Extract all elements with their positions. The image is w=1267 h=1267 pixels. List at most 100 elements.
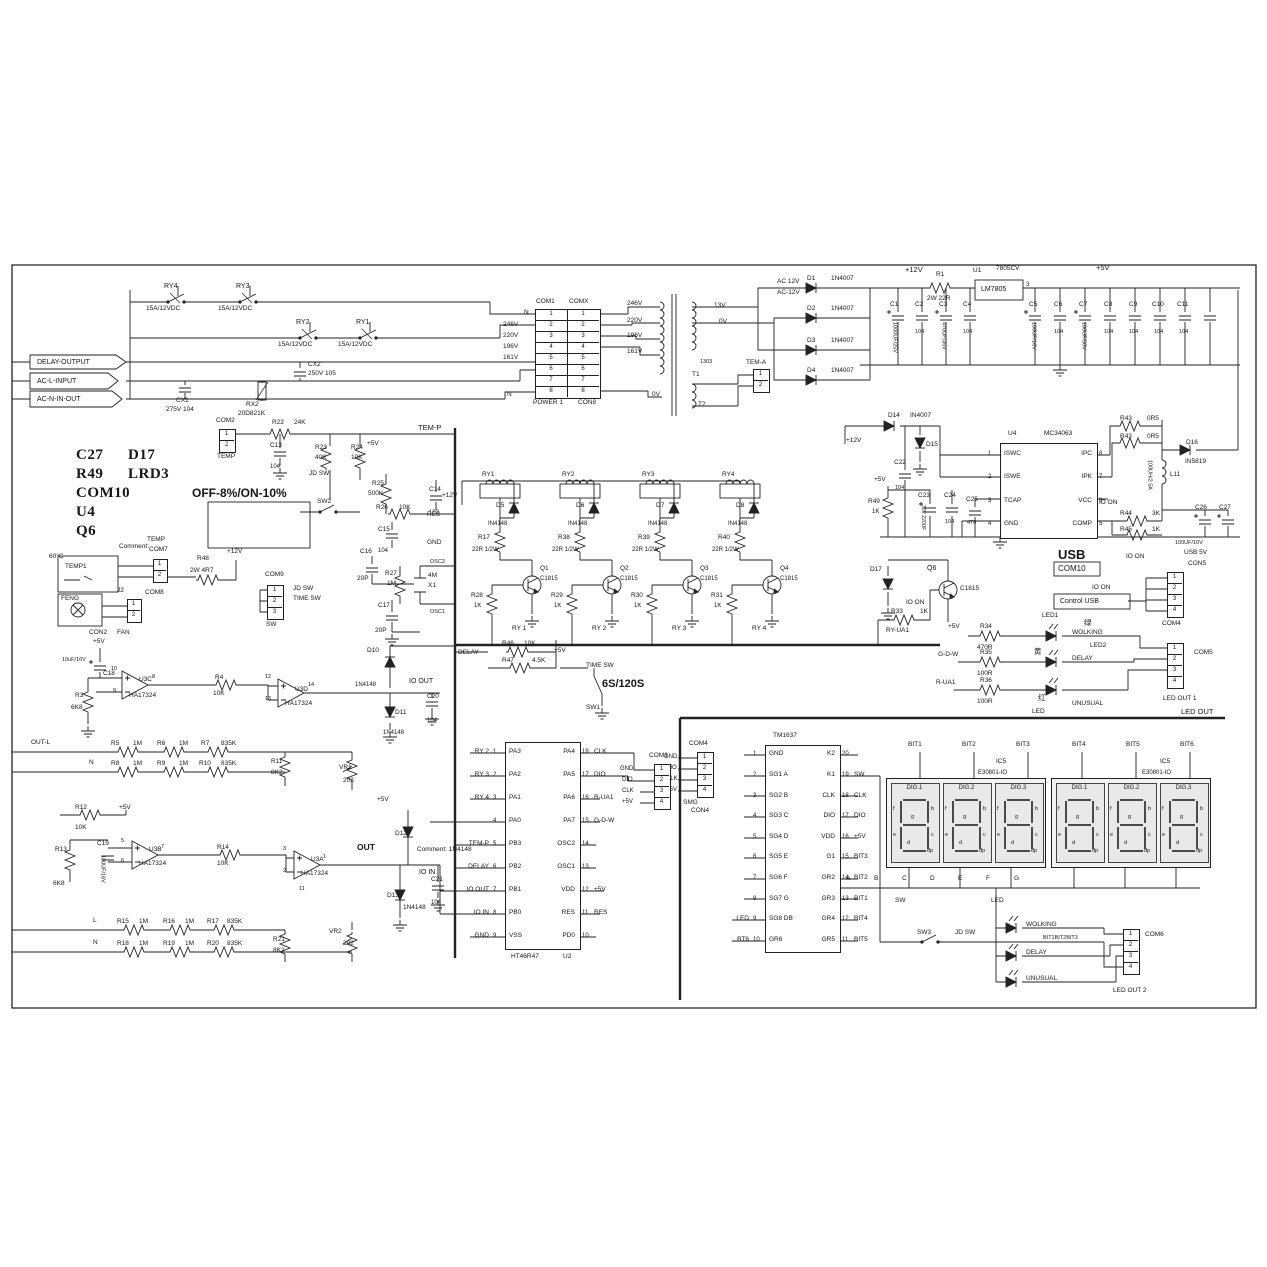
connector-pin: 2 [157,572,162,578]
schematic-label: TEMP [147,536,166,543]
schematic-label: 1K [1152,526,1160,533]
schematic-label: 11 [842,936,849,943]
schematic-label: SW1 [586,704,601,711]
schematic-label: J2 [117,587,124,594]
segment-letter: dp [1144,848,1151,854]
schematic-label: 红 [1038,693,1046,702]
schematic-label: DIO [666,765,677,771]
segment-bar [1065,827,1067,849]
schematic-label: 1M [139,940,149,947]
schematic-label: T2 [698,401,706,408]
schematic-label: C8 [1104,301,1113,308]
schematic-label: 1M [179,740,189,747]
connector-pin: 2 [702,765,707,771]
connector-row-divider [1167,665,1182,666]
segment-letter: c [931,832,934,838]
schematic-label: F [986,875,990,882]
connector-pin: 2 [1128,942,1133,948]
connector-com7 [153,559,168,583]
schematic-label: PB1 [509,885,522,893]
schematic-label: D17 [870,566,882,573]
schematic-label: C1815 [620,576,638,582]
schematic-label: C27 [1219,504,1231,511]
schematic-label: 24K [294,419,306,426]
schematic-label: D10 [367,647,379,654]
schematic-label: 100R [977,670,993,677]
schematic-label: 15 [582,818,589,825]
connector-con2 [127,599,142,623]
schematic-label: D1 [807,275,816,282]
schematic-label: Comment: 1N4148 [417,846,472,853]
schematic-label: 22R 1/2W [552,547,579,553]
schematic-label: DELAY-OUTPUT [37,359,90,366]
schematic-label: 5 [493,841,497,847]
connector-pin: 8 [549,388,553,394]
digit-label: DIG.2 [958,785,975,791]
schematic-label: IO ON [1099,499,1118,506]
schematic-label: 1M [387,580,397,587]
segment-letter: c [1148,832,1151,838]
schematic-label: 1N4007 [831,337,854,344]
schematic-label: TEM-P [468,840,489,847]
schematic-label: RY 2 [592,625,607,632]
connector-com9 [267,585,284,620]
segment-bar [1120,850,1143,852]
schematic-label: VR1 [339,764,352,771]
schematic-label: C11 [1177,301,1189,308]
segment-bar [979,801,981,823]
schematic-label: COM10 [76,485,131,501]
schematic-label: 35V 220UF [920,505,926,531]
segment-letter: d [1176,840,1180,846]
schematic-label: 10K [351,454,363,461]
connector-row-divider [654,797,669,798]
schematic-label: 18 [582,749,589,756]
schematic-label: D12 [395,830,407,837]
connector-pin: 2 [659,777,664,783]
schematic-label: 22R 1/2W [632,547,659,553]
schematic-label: SG1 A [769,770,788,778]
schematic-label: R19 [163,940,175,947]
schematic-label: D [930,875,935,882]
schematic-label: 2 [753,771,757,778]
segment-letter: c [1096,832,1099,838]
schematic-label: 202 [343,940,354,947]
schematic-label: 14 [308,682,315,688]
schematic-label: 275V 104 [166,406,194,413]
schematic-label: 3 [283,846,287,852]
schematic-label: 0V [719,318,727,325]
bit-label: BIT5 [1126,741,1140,748]
schematic-label: 16 [842,833,849,840]
schematic-label: SG4 D [769,832,789,840]
schematic-label: PB3 [509,840,522,847]
schematic-label: C19 [97,840,109,847]
schematic-label: ISWC [1004,449,1021,457]
ic-u2-ht46r47 [505,742,581,950]
schematic-label: 2W 4R7 [190,567,214,574]
segment-bar [1092,801,1094,823]
schematic-label: R17 [207,918,219,925]
schematic-label: 104 [427,718,438,724]
schematic-label: IPC [1081,449,1092,457]
segment-bar [1068,850,1091,852]
segment-bar [903,824,926,826]
schematic-label: 100UF/16V [1175,540,1203,546]
segment-bar [1120,799,1143,801]
schematic-label: 1K [714,603,722,609]
schematic-label: 15A/12VDC [338,341,373,348]
segment-letter: f [1110,806,1112,812]
schematic-label: SG8 DB [769,915,793,923]
schematic-label: 11 [299,886,305,892]
schematic-label: R40 [718,534,730,541]
segment-letter: dp [1092,848,1099,854]
schematic-label: CON8 [578,399,597,406]
schematic-label: 1K [920,608,928,615]
schematic-label: RY1 [482,471,495,478]
schematic-label: 835K [227,940,243,947]
schematic-label: D15 [926,441,938,448]
segment-bar [1196,801,1198,823]
segment-bar [952,801,954,823]
segment-bar [1007,799,1030,801]
seven-segment-digit [1108,783,1157,863]
schematic-label: BIT5 [854,935,868,943]
schematic-label: 7 [493,886,497,893]
